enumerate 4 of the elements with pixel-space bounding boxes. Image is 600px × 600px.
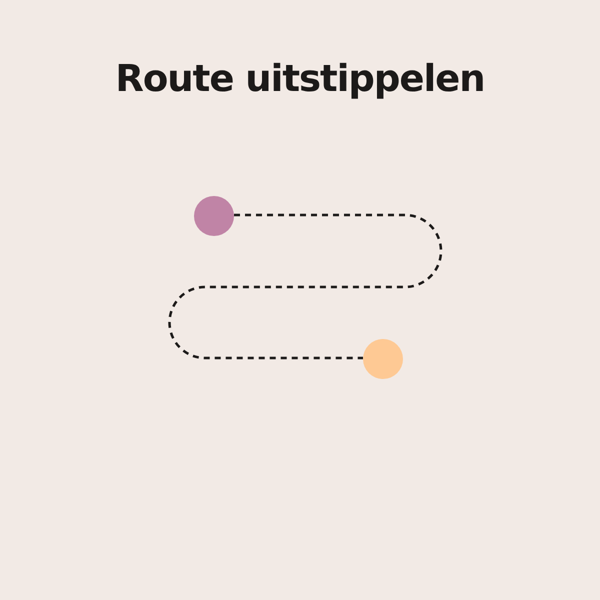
start-dot [194,196,234,236]
end-dot [363,339,403,379]
dashed-route-line [168,214,442,360]
title: Route uitstippelen [114,56,486,102]
